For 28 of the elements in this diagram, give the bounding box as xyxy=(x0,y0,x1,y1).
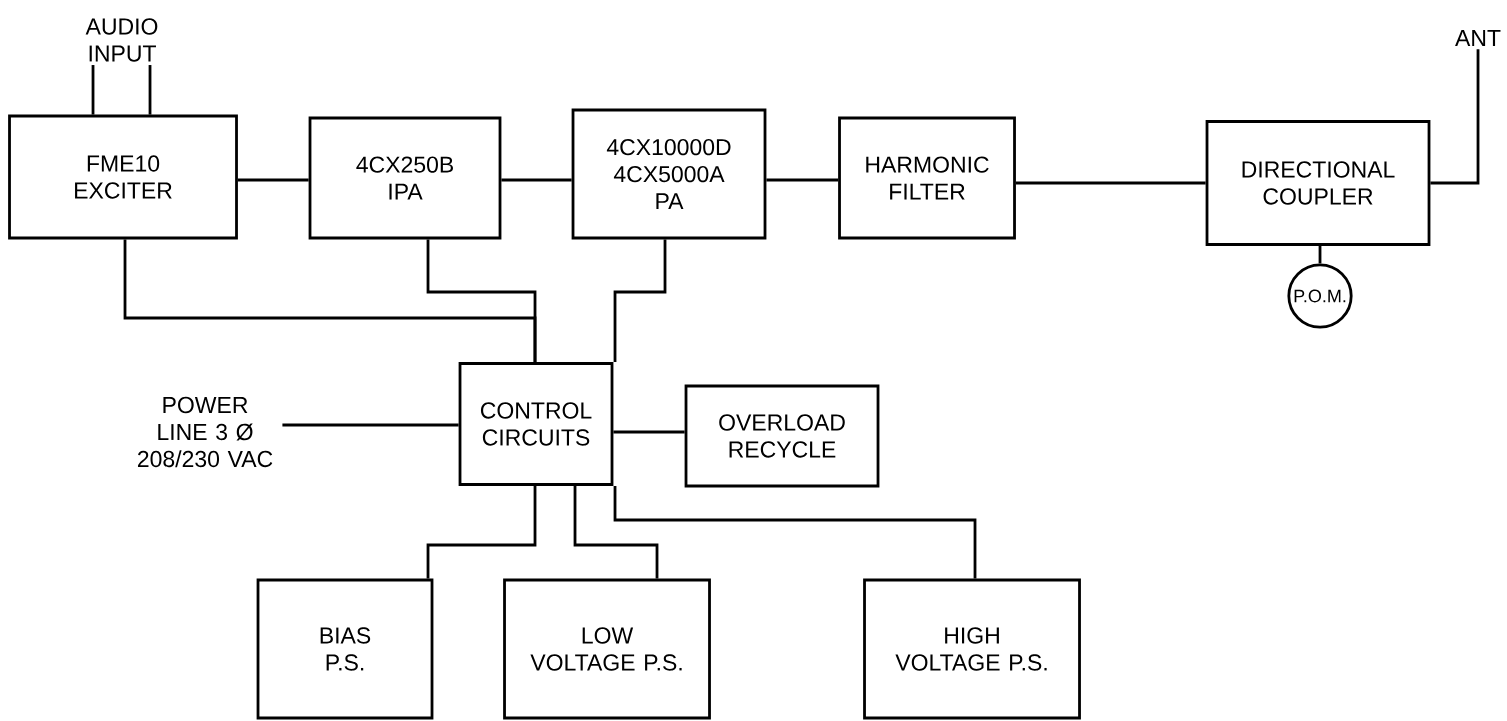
connector-line xyxy=(426,485,537,579)
connector-line xyxy=(426,239,537,363)
connector-line xyxy=(613,239,667,363)
connector-line xyxy=(282,423,459,427)
block-box: 4CX250B IPA xyxy=(308,116,502,240)
block-box: DIRECTIONAL COUPLER xyxy=(1205,120,1431,246)
block-box: LOW VOLTAGE P.S. xyxy=(503,578,711,720)
connector-line xyxy=(1318,245,1322,264)
connector-line xyxy=(148,65,152,115)
connector-line xyxy=(766,178,839,182)
block-box: 4CX10000D 4CX5000A PA xyxy=(571,108,767,240)
block-box: HARMONIC FILTER xyxy=(838,116,1016,240)
connector-line xyxy=(1015,181,1206,185)
block-box: FME10 EXCITER xyxy=(8,114,238,240)
connector-line xyxy=(91,65,95,115)
terminal-label: ANT xyxy=(1455,30,1501,46)
block-box: BIAS P.S. xyxy=(256,578,434,720)
connector-line xyxy=(573,485,659,579)
connector-line xyxy=(1430,49,1480,185)
connector-line xyxy=(237,178,309,182)
connector-line xyxy=(501,178,572,182)
block-box: HIGH VOLTAGE P.S. xyxy=(863,578,1081,720)
block-box: CONTROL CIRCUITS xyxy=(458,362,614,486)
connector-line xyxy=(613,485,977,579)
terminal-label: POWER LINE 3 Ø 208/230 VAC xyxy=(138,396,273,468)
block-box: OVERLOAD RECYCLE xyxy=(684,384,880,488)
terminal-label: AUDIO INPUT xyxy=(85,18,158,62)
connector-line xyxy=(613,430,685,434)
